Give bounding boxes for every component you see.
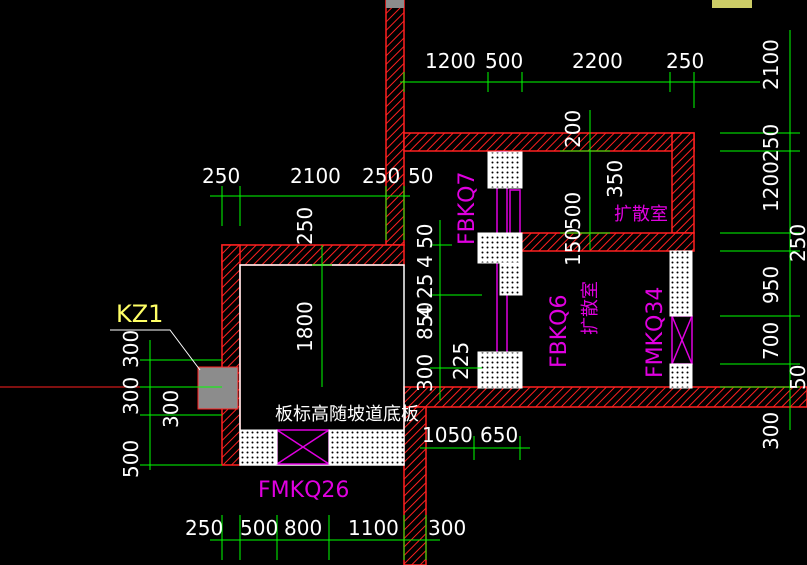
column-top-left — [386, 0, 404, 8]
dim-mid-2100: 2100 — [290, 164, 341, 188]
block-upper-mid — [477, 232, 523, 264]
wall-room-left — [221, 244, 241, 466]
dim-mid-50: 50 — [408, 164, 433, 188]
label-kz1: KZ1 — [116, 300, 163, 328]
block-bottom-right — [328, 429, 405, 465]
block-bottom-left — [239, 429, 278, 465]
label-slab-note: 板标高随坡道底板 — [275, 404, 419, 425]
dim-right-950: 950 — [759, 266, 783, 304]
label-room-lower: 扩散室 — [580, 281, 601, 335]
dim-room-height-1800: 1800 — [293, 301, 317, 352]
dim-left-300c: 300 — [159, 390, 183, 428]
block-right-upper — [669, 250, 693, 317]
dim-diff-200: 200 — [561, 110, 585, 148]
dim-right-1200: 1200 — [759, 161, 783, 212]
dim-v-425: 4 25 — [413, 273, 437, 318]
dim-left-500: 500 — [119, 440, 143, 478]
block-top — [487, 151, 523, 189]
dim-mid-250b: 250 — [362, 164, 400, 188]
dim-bottom-650: 650 — [480, 423, 518, 447]
dim-right-700: 700 — [759, 322, 783, 360]
dim-diff-500: 500 — [561, 192, 585, 230]
dim-right-2100: 2100 — [759, 39, 783, 90]
dim-top-250: 250 — [666, 49, 704, 73]
dimension-lines — [140, 30, 800, 560]
dim-diff-150: 150 — [561, 228, 585, 266]
dim-room-top-250: 250 — [293, 207, 317, 245]
dim-v-300: 300 — [413, 354, 437, 392]
dim-left-300b: 300 — [119, 377, 143, 415]
wall-diffuser-middle — [519, 232, 695, 252]
dim-bottom-300: 300 — [428, 516, 466, 540]
walls — [221, 0, 807, 565]
label-fbkq6: FBKQ6 — [547, 295, 572, 369]
label-fbkq7: FBKQ7 — [455, 172, 480, 246]
wall-vertical-lower — [403, 406, 427, 565]
wall-bottom-right — [403, 386, 807, 408]
dim-right-250b: 250 — [786, 224, 807, 262]
dim-v-850: 850 — [413, 302, 437, 340]
dim-top-2200: 2200 — [572, 49, 623, 73]
dim-right-50: 50 — [786, 365, 807, 390]
dim-bottom-250: 250 — [185, 516, 223, 540]
dim-mid-250: 250 — [202, 164, 240, 188]
wall-diffuser-top — [403, 132, 695, 152]
wall-room-top — [221, 244, 405, 266]
dim-bottom-500: 500 — [240, 516, 278, 540]
column-top-right — [712, 0, 752, 8]
dim-225: 225 — [449, 342, 473, 380]
kz1-leader — [110, 329, 201, 371]
label-fmkq34: FMKQ34 — [643, 287, 668, 378]
wall-diffuser-right — [671, 132, 695, 234]
dim-top-500: 500 — [485, 49, 523, 73]
dim-bottom-800: 800 — [284, 516, 322, 540]
dim-right-250: 250 — [759, 124, 783, 162]
dim-bottom-1050: 1050 — [422, 423, 473, 447]
column-kz1 — [197, 366, 239, 410]
label-room-upper: 扩散室 — [614, 204, 668, 225]
concrete-blocks — [239, 151, 693, 465]
wall-vertical-upper — [385, 0, 405, 246]
dim-v-450: 4 50 — [413, 223, 437, 268]
dim-bottom-1100: 1100 — [348, 516, 399, 540]
dim-right-300: 300 — [759, 412, 783, 450]
label-fmkq26: FMKQ26 — [258, 478, 349, 503]
dim-top-1200: 1200 — [425, 49, 476, 73]
dim-left-300a: 300 — [119, 330, 143, 368]
block-lower — [477, 351, 523, 389]
dim-diff-350: 350 — [603, 160, 627, 198]
block-side — [499, 262, 523, 296]
block-right-lower — [669, 363, 693, 389]
columns — [197, 0, 752, 410]
